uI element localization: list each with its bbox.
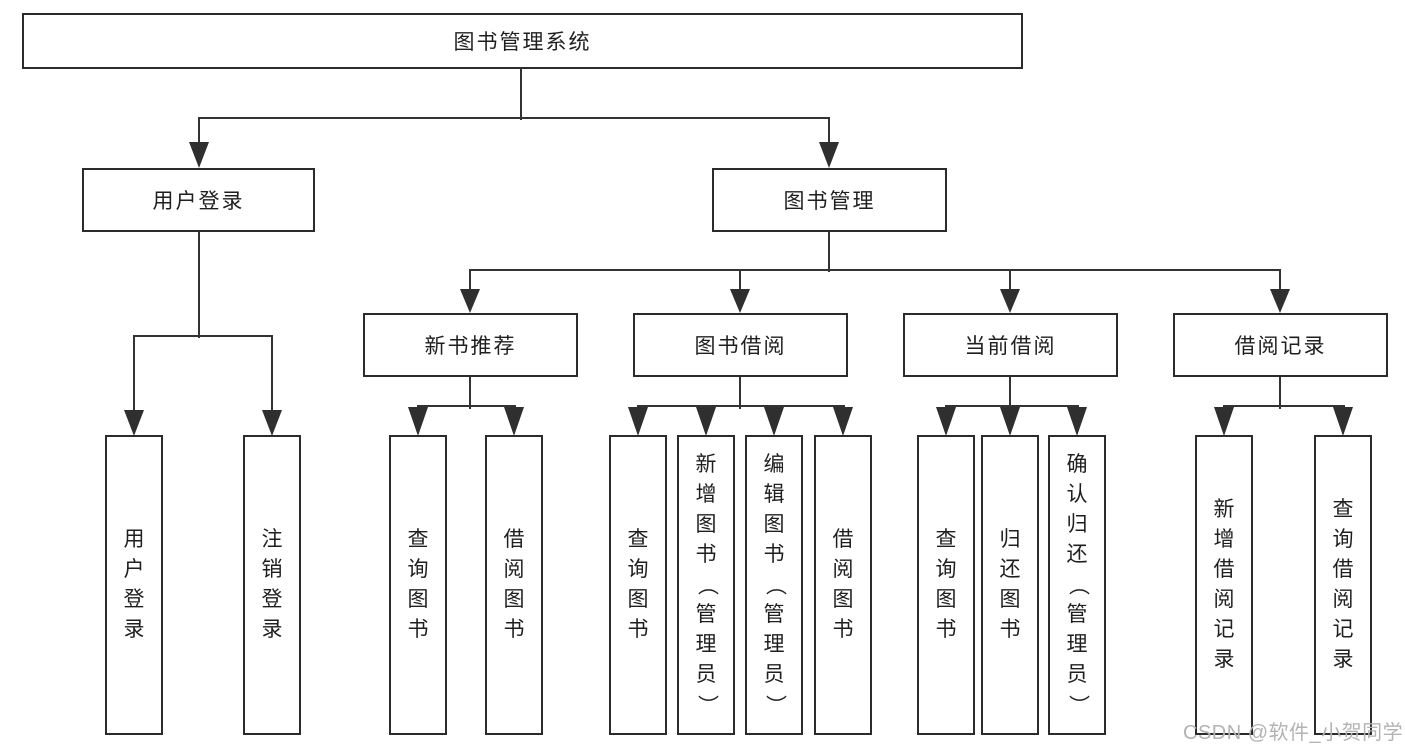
leaf-label: 查询借阅记录 [1332, 498, 1354, 671]
leaf-label: 归还图书 [999, 528, 1021, 641]
connector [739, 270, 741, 291]
leaf-borrow-books-recommend: 借阅图书 [485, 435, 543, 735]
arrowhead-down-icon [764, 407, 784, 436]
node-borrow-records-label: 借阅记录 [1234, 335, 1327, 358]
arrowhead-down-icon [833, 407, 853, 436]
leaf-query-borrow-record: 查询借阅记录 [1314, 435, 1372, 735]
leaf-label: 用户登录 [123, 528, 145, 641]
node-borrow-records: 借阅记录 [1173, 313, 1388, 377]
connector [417, 405, 516, 407]
node-new-book-recommend-label: 新书推荐 [424, 335, 517, 358]
connector [198, 117, 830, 119]
connector [1223, 405, 1345, 407]
connector [271, 336, 273, 412]
arrowhead-down-icon [1000, 289, 1020, 313]
node-book-management-label: 图书管理 [783, 190, 876, 213]
leaf-edit-books-admin: 编辑图书（管理员） [745, 435, 803, 735]
node-user-login: 用户登录 [82, 168, 315, 232]
arrowhead-down-icon [1333, 407, 1353, 436]
arrowhead-down-icon [262, 410, 282, 436]
connector [1279, 377, 1281, 409]
connector [469, 377, 471, 409]
connector [828, 118, 830, 144]
leaf-label: 借阅图书 [832, 528, 854, 641]
leaf-add-books-admin: 新增图书（管理员） [677, 435, 735, 735]
arrowhead-down-icon [124, 410, 144, 436]
leaf-label: 确认归还（管理员） [1066, 453, 1089, 716]
arrowhead-down-icon [819, 142, 839, 168]
arrowhead-down-icon [460, 289, 480, 313]
node-new-book-recommend: 新书推荐 [363, 313, 578, 377]
leaf-label: 新增借阅记录 [1213, 498, 1235, 671]
connector [520, 68, 522, 120]
arrowhead-down-icon [1000, 407, 1020, 436]
arrowhead-down-icon [504, 407, 524, 436]
leaf-logout: 注销登录 [243, 435, 301, 735]
arrowhead-down-icon [1270, 289, 1290, 313]
connector [469, 269, 1281, 271]
leaf-label: 查询图书 [407, 528, 429, 641]
node-book-borrow-label: 图书借阅 [694, 335, 787, 358]
arrowhead-down-icon [936, 407, 956, 436]
arrowhead-down-icon [628, 407, 648, 436]
connector [1009, 270, 1011, 291]
node-user-login-label: 用户登录 [152, 190, 245, 213]
connector [637, 405, 845, 407]
connector [133, 336, 135, 412]
leaf-confirm-return-admin: 确认归还（管理员） [1048, 435, 1106, 735]
node-book-borrow: 图书借阅 [633, 313, 848, 377]
arrowhead-down-icon [189, 142, 209, 168]
leaf-add-borrow-record: 新增借阅记录 [1195, 435, 1253, 735]
leaf-query-books-recommend: 查询图书 [389, 435, 447, 735]
arrowhead-down-icon [408, 407, 428, 436]
connector [945, 405, 1079, 407]
node-book-management: 图书管理 [712, 168, 947, 232]
node-root-label: 图书管理系统 [453, 31, 592, 54]
connector [739, 377, 741, 409]
node-current-borrow: 当前借阅 [903, 313, 1118, 377]
leaf-user-login: 用户登录 [105, 435, 163, 735]
leaf-label: 借阅图书 [503, 528, 525, 641]
connector [133, 335, 273, 337]
leaf-label: 新增图书（管理员） [695, 453, 718, 716]
connector [1009, 377, 1011, 409]
arrowhead-down-icon [1214, 407, 1234, 436]
leaf-query-books-current: 查询图书 [917, 435, 975, 735]
node-current-borrow-label: 当前借阅 [964, 335, 1057, 358]
node-root: 图书管理系统 [22, 13, 1023, 69]
connector [1279, 270, 1281, 291]
leaf-label: 查询图书 [935, 528, 957, 641]
leaf-query-books-borrow: 查询图书 [609, 435, 667, 735]
arrowhead-down-icon [1067, 407, 1087, 436]
connector [469, 270, 471, 291]
connector [198, 118, 200, 144]
leaf-return-books: 归还图书 [981, 435, 1039, 735]
connector [198, 232, 200, 338]
leaf-label: 查询图书 [627, 528, 649, 641]
connector [828, 232, 830, 272]
arrowhead-down-icon [696, 407, 716, 436]
arrowhead-down-icon [730, 289, 750, 313]
leaf-label: 编辑图书（管理员） [763, 453, 786, 716]
watermark: CSDN @软件_小贺同学 [1183, 722, 1404, 744]
leaf-borrow-books: 借阅图书 [814, 435, 872, 735]
leaf-label: 注销登录 [261, 528, 283, 641]
